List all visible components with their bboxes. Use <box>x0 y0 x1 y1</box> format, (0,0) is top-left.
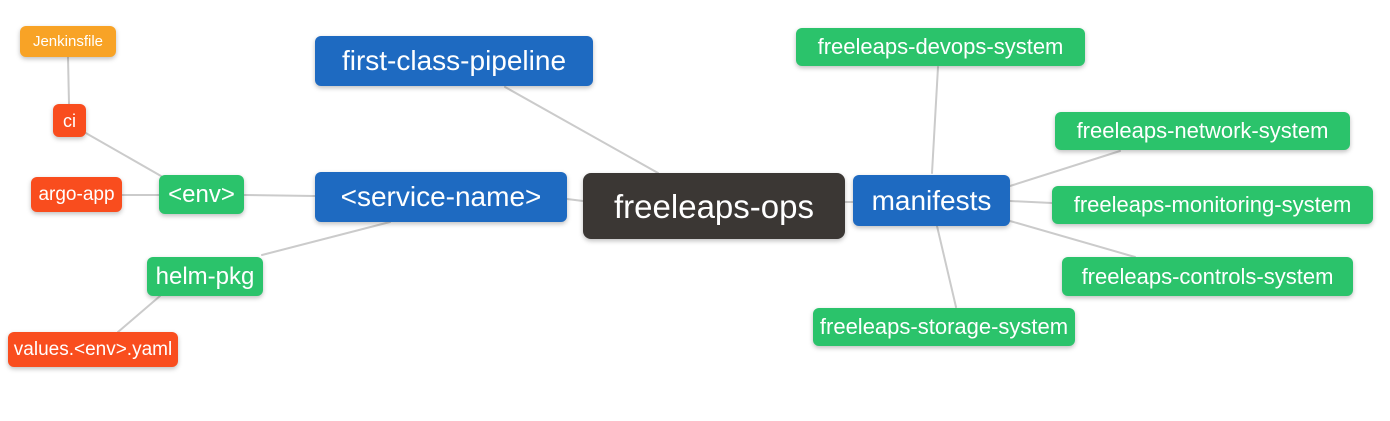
edge-jenkinsfile-ci <box>67 56 70 105</box>
node-freeleaps-monitoring-system[interactable]: freeleaps-monitoring-system <box>1052 186 1373 224</box>
node-service-name[interactable]: <service-name> <box>315 172 567 222</box>
node-freeleaps-storage-system[interactable]: freeleaps-storage-system <box>813 308 1075 346</box>
edge-values-helm-pkg <box>117 295 161 333</box>
node-freeleaps-devops-system[interactable]: freeleaps-devops-system <box>796 28 1085 66</box>
edge-manifests-storage <box>936 225 957 308</box>
node-freeleaps-network-system[interactable]: freeleaps-network-system <box>1055 112 1350 150</box>
edge-manifests-devops <box>931 66 939 174</box>
node-freeleaps-controls-system[interactable]: freeleaps-controls-system <box>1062 257 1353 296</box>
node-manifests[interactable]: manifests <box>853 175 1010 226</box>
edge-env-service-name <box>243 194 316 197</box>
node-argo-app[interactable]: argo-app <box>31 177 122 212</box>
node-ci[interactable]: ci <box>53 104 86 137</box>
edge-ci-env <box>83 131 162 177</box>
edge-manifests-network <box>1009 150 1121 187</box>
edge-manifests-monitoring <box>1009 200 1053 204</box>
node-values-env-yaml[interactable]: values.<env>.yaml <box>8 332 178 367</box>
node-first-class-pipeline[interactable]: first-class-pipeline <box>315 36 593 86</box>
node-jenkinsfile[interactable]: Jenkinsfile <box>20 26 116 57</box>
node-env[interactable]: <env> <box>159 175 244 214</box>
edge-first-class-pipeline-root <box>504 86 659 174</box>
node-freeleaps-ops-root[interactable]: freeleaps-ops <box>583 173 845 239</box>
node-helm-pkg[interactable]: helm-pkg <box>147 257 263 296</box>
edge-manifests-controls <box>1009 220 1136 258</box>
edge-helm-pkg-service-name <box>261 221 391 256</box>
edge-service-name-root <box>566 198 584 202</box>
